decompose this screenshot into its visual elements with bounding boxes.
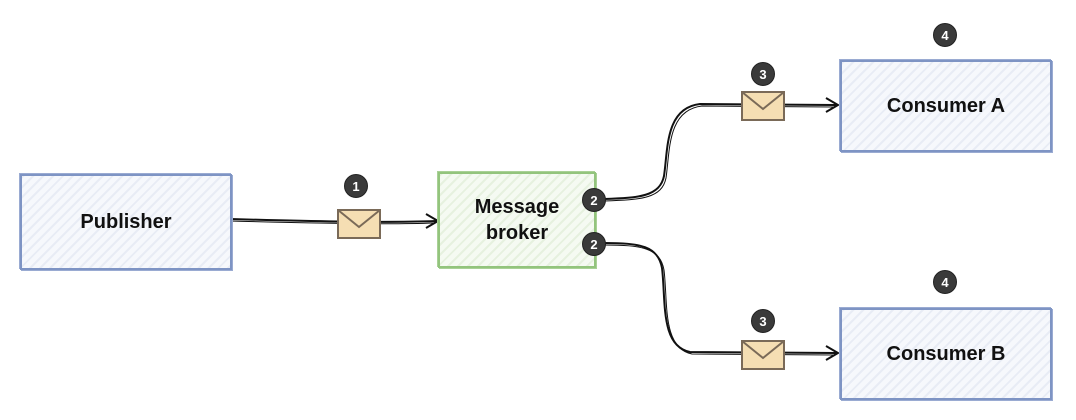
envelope-icon [741, 340, 785, 370]
consumer-b-label: Consumer B [886, 343, 1006, 365]
publisher-label: Publisher [80, 211, 172, 233]
consumer-a-node[interactable]: Consumer A [840, 60, 1052, 152]
step-badge-consume-a: 4 [933, 23, 957, 47]
step-badge-publish: 1 [344, 174, 368, 198]
envelope-icon [741, 91, 785, 121]
broker-label: Message broker [474, 196, 560, 244]
message-broker-node[interactable]: Message broker [438, 172, 596, 268]
publisher-node[interactable]: Publisher [20, 174, 232, 270]
step-badge-consume-b: 4 [933, 270, 957, 294]
step-badge-route-b: 2 [582, 232, 606, 256]
broker-to-consumer-b-arrowhead [825, 345, 840, 361]
consumer-b-node[interactable]: Consumer B [840, 308, 1052, 400]
envelope-icon [337, 209, 381, 239]
step-badge-deliver-a: 3 [751, 62, 775, 86]
step-badge-route-a: 2 [582, 188, 606, 212]
broker-to-consumer-b-arrow [603, 242, 837, 354]
broker-to-consumer-a-arrow [603, 102, 837, 200]
consumer-a-label: Consumer A [886, 95, 1006, 117]
broker-to-consumer-a-arrowhead [825, 97, 840, 113]
step-badge-deliver-b: 3 [751, 309, 775, 333]
